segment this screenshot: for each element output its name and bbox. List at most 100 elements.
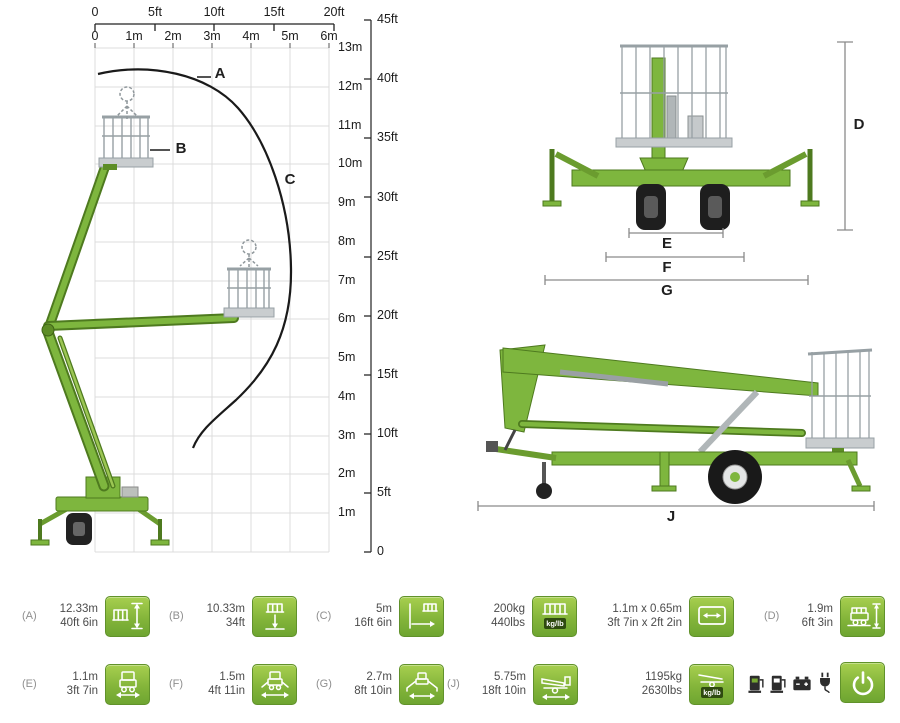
imperial-value: 3ft 7in x 2ft 2in [607, 617, 682, 629]
spec-values: 1195kg 2630lbs [578, 670, 682, 699]
dim-label-a: A [214, 65, 226, 82]
axis-label: 10ft [377, 426, 398, 440]
axis-label: 1m [125, 29, 143, 43]
dimension-line-j [477, 501, 875, 511]
axis-label: 6m [320, 29, 338, 43]
spec-values: 10.33m 34ft [195, 602, 245, 631]
spec-outrigger-footprint: (G) 2.7m 8ft 10in [316, 662, 444, 706]
side-view-drawing [477, 344, 875, 511]
axis-label: 7m [338, 273, 356, 287]
platform-height-icon [252, 595, 297, 637]
svg-text:kg/lb: kg/lb [703, 688, 721, 697]
spec-values: 5m 16ft 6in [342, 602, 392, 631]
dim-label-b: B [175, 140, 187, 157]
axis-label: 2m [338, 466, 356, 480]
dim-label-g: G [661, 282, 673, 299]
operator-figure-top [115, 86, 139, 120]
spec-outreach: (C) 5m 16ft 6in [316, 594, 444, 638]
petrol-pump-icon [748, 671, 766, 695]
spec-platform-height: (B) 10.33m 34ft [169, 594, 297, 638]
spec-platform-size: 1.1m x 0.65m 3ft 7in x 2ft 2in [578, 594, 734, 638]
spec-platform-capacity: 200kg 440lbs kg/lb [455, 594, 577, 638]
axis-label: 5m [338, 350, 356, 364]
platform-size-icon [689, 595, 734, 637]
reach-envelope-curve [97, 68, 293, 449]
imperial-value: 3ft 7in [66, 685, 98, 697]
svg-text:kg/lb: kg/lb [546, 619, 564, 628]
imperial-value: 4ft 11in [208, 685, 245, 697]
axis-label: 4m [242, 29, 260, 43]
spec-values: 5.75m 18ft 10in [473, 670, 526, 699]
battery-icon [792, 671, 812, 695]
spec-weight: 1195kg 2630lbs kg/lb [578, 662, 734, 706]
outreach-icon [399, 595, 444, 637]
dim-label-e: E [661, 235, 672, 252]
working-height-icon [105, 595, 150, 637]
spec-key: (D) [764, 610, 780, 622]
axis-label: 40ft [377, 71, 398, 85]
spec-key: (C) [316, 610, 332, 622]
dim-label-c: C [284, 171, 296, 188]
weight-icon: kg/lb [689, 663, 734, 705]
envelope-grid [94, 47, 330, 553]
axis-label: 25ft [377, 249, 398, 263]
outrigger-footprint-icon [399, 663, 444, 705]
axis-label: 4m [338, 389, 356, 403]
imperial-value: 34ft [225, 617, 245, 629]
axis-label: 30ft [377, 190, 398, 204]
axis-label: 1m [338, 505, 356, 519]
capacity-icon: kg/lb [532, 595, 577, 637]
axis-label: 0 [377, 544, 384, 558]
axis-label: 15ft [263, 5, 285, 19]
metric-value: 1.9m [807, 602, 833, 615]
axis-label: 11m [338, 118, 362, 132]
axis-label: 20ft [323, 5, 345, 19]
stowed-length-icon [533, 663, 578, 705]
spec-values: 12.33m 40ft 6in [48, 602, 98, 631]
spec-key: (G) [316, 678, 332, 690]
metric-value: 1195kg [645, 670, 682, 683]
spec-values: 2.7m 8ft 10in [342, 670, 392, 699]
axis-label: 15ft [377, 367, 398, 381]
spec-stowed-height: (D) 1.9m 6ft 3in [764, 594, 885, 638]
imperial-value: 440lbs [491, 617, 525, 629]
boom-lift-envelope-drawing [30, 68, 293, 546]
stowed-width-icon [105, 663, 150, 705]
metric-value: 1.1m x 0.65m [612, 602, 682, 615]
spec-values: 1.9m 6ft 3in [790, 602, 833, 631]
spec-values: 1.1m x 0.65m 3ft 7in x 2ft 2in [578, 602, 682, 631]
spec-values: 1.5m 4ft 11in [195, 670, 245, 699]
metric-value: 5m [376, 602, 392, 615]
dim-label-d: D [853, 116, 865, 133]
axis-label: 6m [338, 311, 356, 325]
axis-label: 5m [281, 29, 299, 43]
power-button-icon [840, 662, 885, 703]
spec-values: 1.1m 3ft 7in [48, 670, 98, 699]
imperial-value: 16ft 6in [354, 617, 392, 629]
axis-label: 0 [91, 29, 99, 43]
axis-label: 20ft [377, 308, 398, 322]
spec-outrigger-width: (F) 1.5m 4ft 11in [169, 662, 297, 706]
imperial-value: 6ft 3in [801, 617, 833, 629]
axis-label: 45ft [377, 12, 398, 26]
dim-label-j: J [666, 508, 676, 525]
spec-key: (A) [22, 610, 37, 622]
spec-working-height: (A) 12.33m 40ft 6in [22, 594, 150, 638]
metric-value: 1.1m [72, 670, 98, 683]
metric-value: 12.33m [59, 602, 98, 615]
spec-key: (B) [169, 610, 184, 622]
mains-plug-icon [816, 671, 834, 695]
spec-key: (E) [22, 678, 37, 690]
spec-key: (F) [169, 678, 184, 690]
imperial-value: 8ft 10in [354, 685, 392, 697]
metric-value: 1.5m [219, 670, 245, 683]
axis-label: 10ft [203, 5, 225, 19]
metric-value: 2.7m [366, 670, 392, 683]
axis-label: 13m [338, 40, 363, 54]
stowed-height-icon [840, 595, 885, 637]
axes [94, 19, 372, 553]
power-options [748, 666, 834, 700]
imperial-value: 2630lbs [641, 685, 682, 697]
